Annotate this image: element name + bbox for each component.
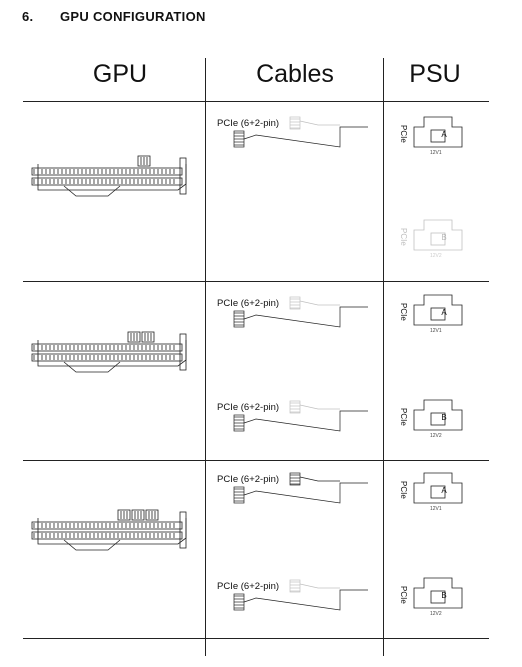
rail-label: 12V2 bbox=[430, 433, 442, 439]
column-header-cables: Cables bbox=[256, 60, 334, 88]
psu-connector-a-icon bbox=[413, 472, 463, 504]
rail-label: 12V2 bbox=[430, 253, 442, 259]
graphics-card-illustration bbox=[31, 155, 187, 197]
pcie-cable-illustration bbox=[233, 296, 368, 328]
column-header-psu: PSU bbox=[409, 60, 461, 88]
header-rule bbox=[23, 101, 489, 102]
connector-letter: A bbox=[441, 130, 447, 139]
pcie-side-label: PCIe bbox=[399, 408, 408, 426]
cable-label: PCIe (6+2-pin) bbox=[217, 581, 280, 592]
column-header-gpu: GPU bbox=[92, 60, 148, 88]
rail-label: 12V2 bbox=[430, 611, 442, 617]
pcie-cable-illustration bbox=[233, 472, 368, 504]
pcie-cable-illustration bbox=[233, 579, 368, 611]
pcie-side-label: PCIe bbox=[399, 481, 408, 499]
graphics-card-illustration bbox=[31, 509, 187, 551]
rail-label: 12V1 bbox=[430, 328, 442, 334]
psu-connector-b-icon bbox=[413, 577, 463, 609]
pcie-side-label: PCIe bbox=[399, 303, 408, 321]
connector-letter: A bbox=[441, 308, 447, 317]
pcie-side-label: PCIe bbox=[399, 125, 408, 143]
graphics-card-illustration bbox=[31, 331, 187, 373]
psu-connector-b-icon bbox=[413, 399, 463, 431]
rail-label: 12V1 bbox=[430, 150, 442, 156]
section-heading: 6. GPU CONFIGURATION bbox=[22, 9, 206, 24]
section-number: 6. bbox=[22, 9, 34, 24]
psu-connector-b-icon bbox=[413, 219, 463, 251]
connector-letter: B bbox=[441, 233, 447, 242]
cable-label: PCIe (6+2-pin) bbox=[217, 118, 280, 129]
row-divider-1 bbox=[23, 281, 489, 282]
psu-connector-a-icon bbox=[413, 294, 463, 326]
pcie-side-label: PCIe bbox=[399, 586, 408, 604]
section-title: GPU CONFIGURATION bbox=[60, 9, 206, 24]
pcie-cable-illustration bbox=[233, 400, 368, 432]
pcie-side-label: PCIe bbox=[399, 228, 408, 246]
cable-label: PCIe (6+2-pin) bbox=[217, 402, 280, 413]
connector-letter: B bbox=[441, 413, 447, 422]
row-divider-2 bbox=[23, 460, 489, 461]
cable-label: PCIe (6+2-pin) bbox=[217, 474, 280, 485]
column-divider-2 bbox=[383, 58, 384, 656]
row-divider-3 bbox=[23, 638, 489, 639]
rail-label: 12V1 bbox=[430, 506, 442, 512]
cable-label: PCIe (6+2-pin) bbox=[217, 298, 280, 309]
psu-connector-a-icon bbox=[413, 116, 463, 148]
column-divider-1 bbox=[205, 58, 206, 656]
pcie-cable-illustration bbox=[233, 116, 368, 148]
connector-letter: B bbox=[441, 591, 447, 600]
connector-letter: A bbox=[441, 486, 447, 495]
